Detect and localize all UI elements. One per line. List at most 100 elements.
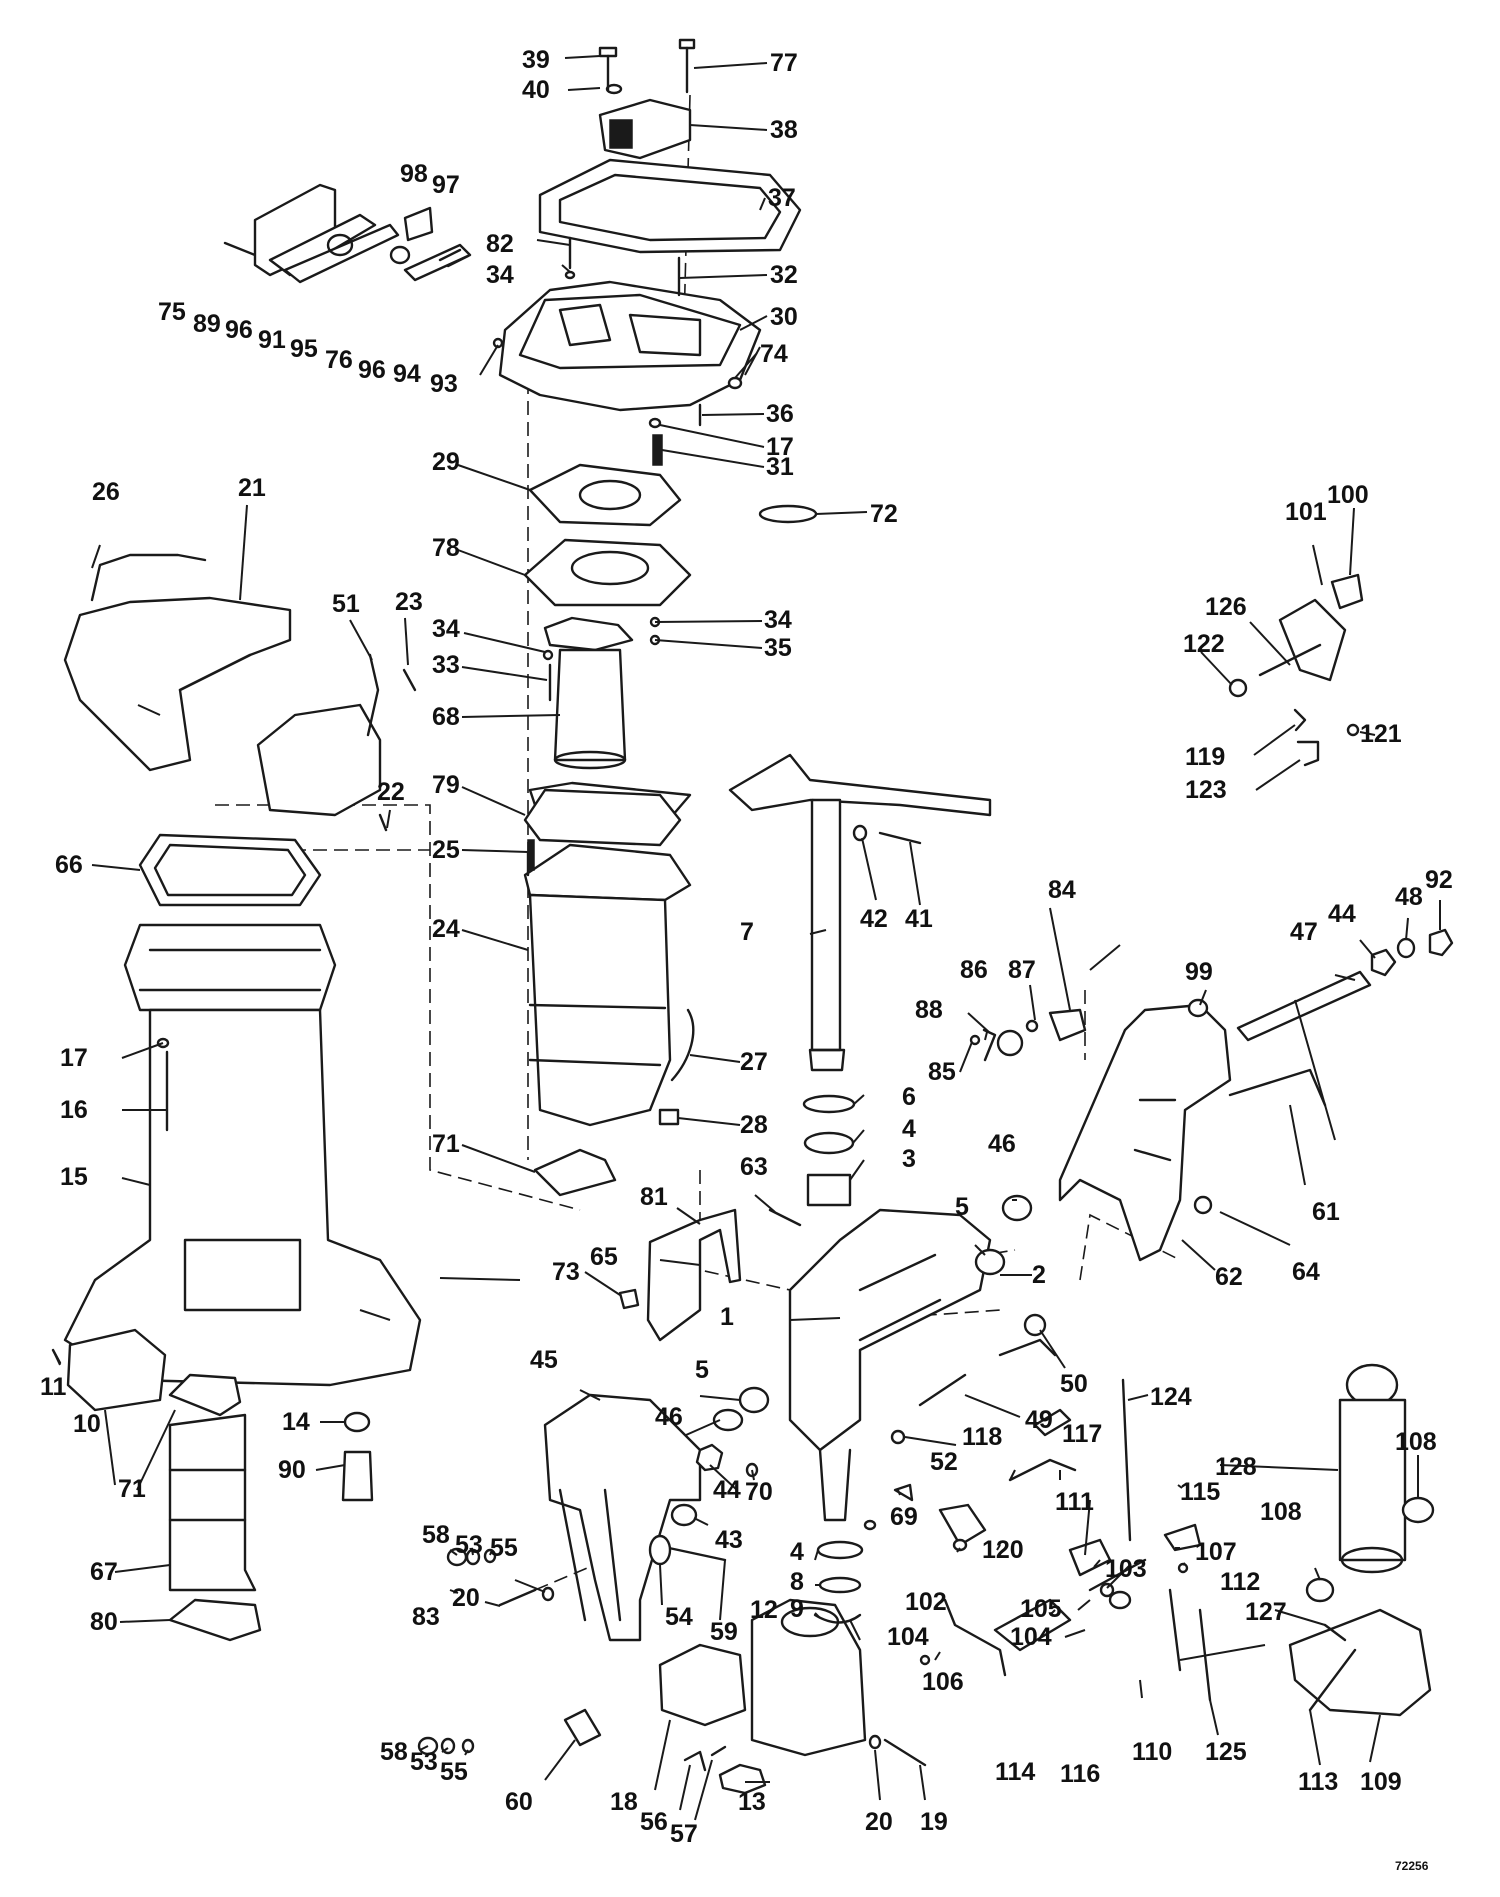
callout-122: 122 [1183,630,1225,658]
callout-112: 112 [1220,1568,1260,1596]
callout-1: 1 [720,1303,734,1331]
callout-104: 104 [1010,1623,1052,1651]
callout-47: 47 [1290,918,1318,946]
callout-118: 118 [962,1423,1002,1451]
callout-10: 10 [73,1410,101,1438]
tilt-lock-group [1228,573,1364,767]
callout-51: 51 [332,590,360,618]
callout-34: 34 [432,615,460,643]
clamp-bracket-left [543,1393,747,1747]
callout-29: 29 [432,448,460,476]
callout-35: 35 [764,634,792,662]
callout-109: 109 [1360,1768,1402,1796]
callout-75: 75 [158,298,186,326]
callout-115: 115 [1180,1478,1220,1506]
callout-6: 6 [902,1083,916,1111]
callout-30: 30 [770,303,798,331]
callout-27: 27 [740,1048,768,1076]
callout-99: 99 [1185,958,1213,986]
callout-96: 96 [358,356,386,384]
callout-103: 103 [1105,1555,1147,1583]
callout-58: 58 [422,1521,450,1549]
adapter-plates-group [523,463,692,770]
callout-105: 105 [1020,1595,1062,1623]
callout-125: 125 [1205,1738,1247,1766]
callout-94: 94 [393,360,421,388]
callout-19: 19 [920,1808,948,1836]
callout-14: 14 [282,1408,310,1436]
callout-62: 62 [1215,1263,1243,1291]
callout-83: 83 [412,1603,440,1631]
callout-98: 98 [400,160,428,188]
callout-34: 34 [764,606,792,634]
callout-12: 12 [750,1596,778,1624]
callout-87: 87 [1008,956,1036,984]
callout-45: 45 [530,1346,558,1374]
callout-116: 116 [1060,1760,1100,1788]
callout-32: 32 [770,261,798,289]
inner-exhaust-housing [523,781,695,1197]
callout-108: 108 [1395,1428,1437,1456]
callout-76: 76 [325,346,353,374]
callout-58: 58 [380,1738,408,1766]
callout-36: 36 [766,400,794,428]
callout-38: 38 [770,116,798,144]
callout-119: 119 [1185,743,1225,771]
callout-41: 41 [905,905,933,933]
callout-85: 85 [928,1058,956,1086]
callout-4: 4 [902,1115,916,1143]
callout-15: 15 [60,1163,88,1191]
callout-72: 72 [870,500,898,528]
misc-hardware [51,270,1454,1772]
callout-86: 86 [960,956,988,984]
callout-79: 79 [432,771,460,799]
callout-78: 78 [432,534,460,562]
lower-motor-cover [63,553,417,832]
callout-8: 8 [790,1568,804,1596]
callout-17: 17 [60,1044,88,1072]
callout-53: 53 [455,1531,483,1559]
callout-61: 61 [1312,1198,1340,1226]
callout-96: 96 [225,316,253,344]
callout-92: 92 [1425,866,1453,894]
callout-40: 40 [522,76,550,104]
callout-39: 39 [522,46,550,74]
callout-5: 5 [695,1356,709,1384]
callout-73: 73 [552,1258,580,1286]
callout-13: 13 [738,1788,766,1816]
callout-42: 42 [860,905,888,933]
callout-93: 93 [430,370,458,398]
callout-74: 74 [760,340,788,368]
callout-17: 17 [766,433,794,461]
callout-82: 82 [486,230,514,258]
callout-11: 11 [40,1373,67,1401]
callout-110: 110 [1132,1738,1172,1766]
callout-16: 16 [60,1096,88,1124]
callout-43: 43 [715,1526,743,1554]
callout-67: 67 [90,1558,118,1586]
callout-128: 128 [1215,1453,1257,1481]
callout-70: 70 [745,1478,773,1506]
callout-88: 88 [915,996,943,1024]
callout-50: 50 [1060,1370,1088,1398]
callout-123: 123 [1185,776,1227,804]
exhaust-housing [63,833,422,1642]
callout-23: 23 [395,588,423,616]
callout-7: 7 [740,918,754,946]
callout-111: 111 [1055,1488,1094,1516]
callout-66: 66 [55,851,83,879]
callout-3: 3 [902,1145,916,1173]
callout-55: 55 [440,1758,468,1786]
callout-22: 22 [377,778,405,806]
callout-89: 89 [193,310,221,338]
callout-106: 106 [922,1668,964,1696]
callout-97: 97 [432,171,460,199]
callout-4: 4 [790,1538,804,1566]
callout-21: 21 [238,474,266,502]
callout-20: 20 [452,1584,480,1612]
callout-121: 121 [1360,720,1402,748]
callout-9: 9 [790,1595,804,1623]
leader-lines [52,55,1441,1821]
